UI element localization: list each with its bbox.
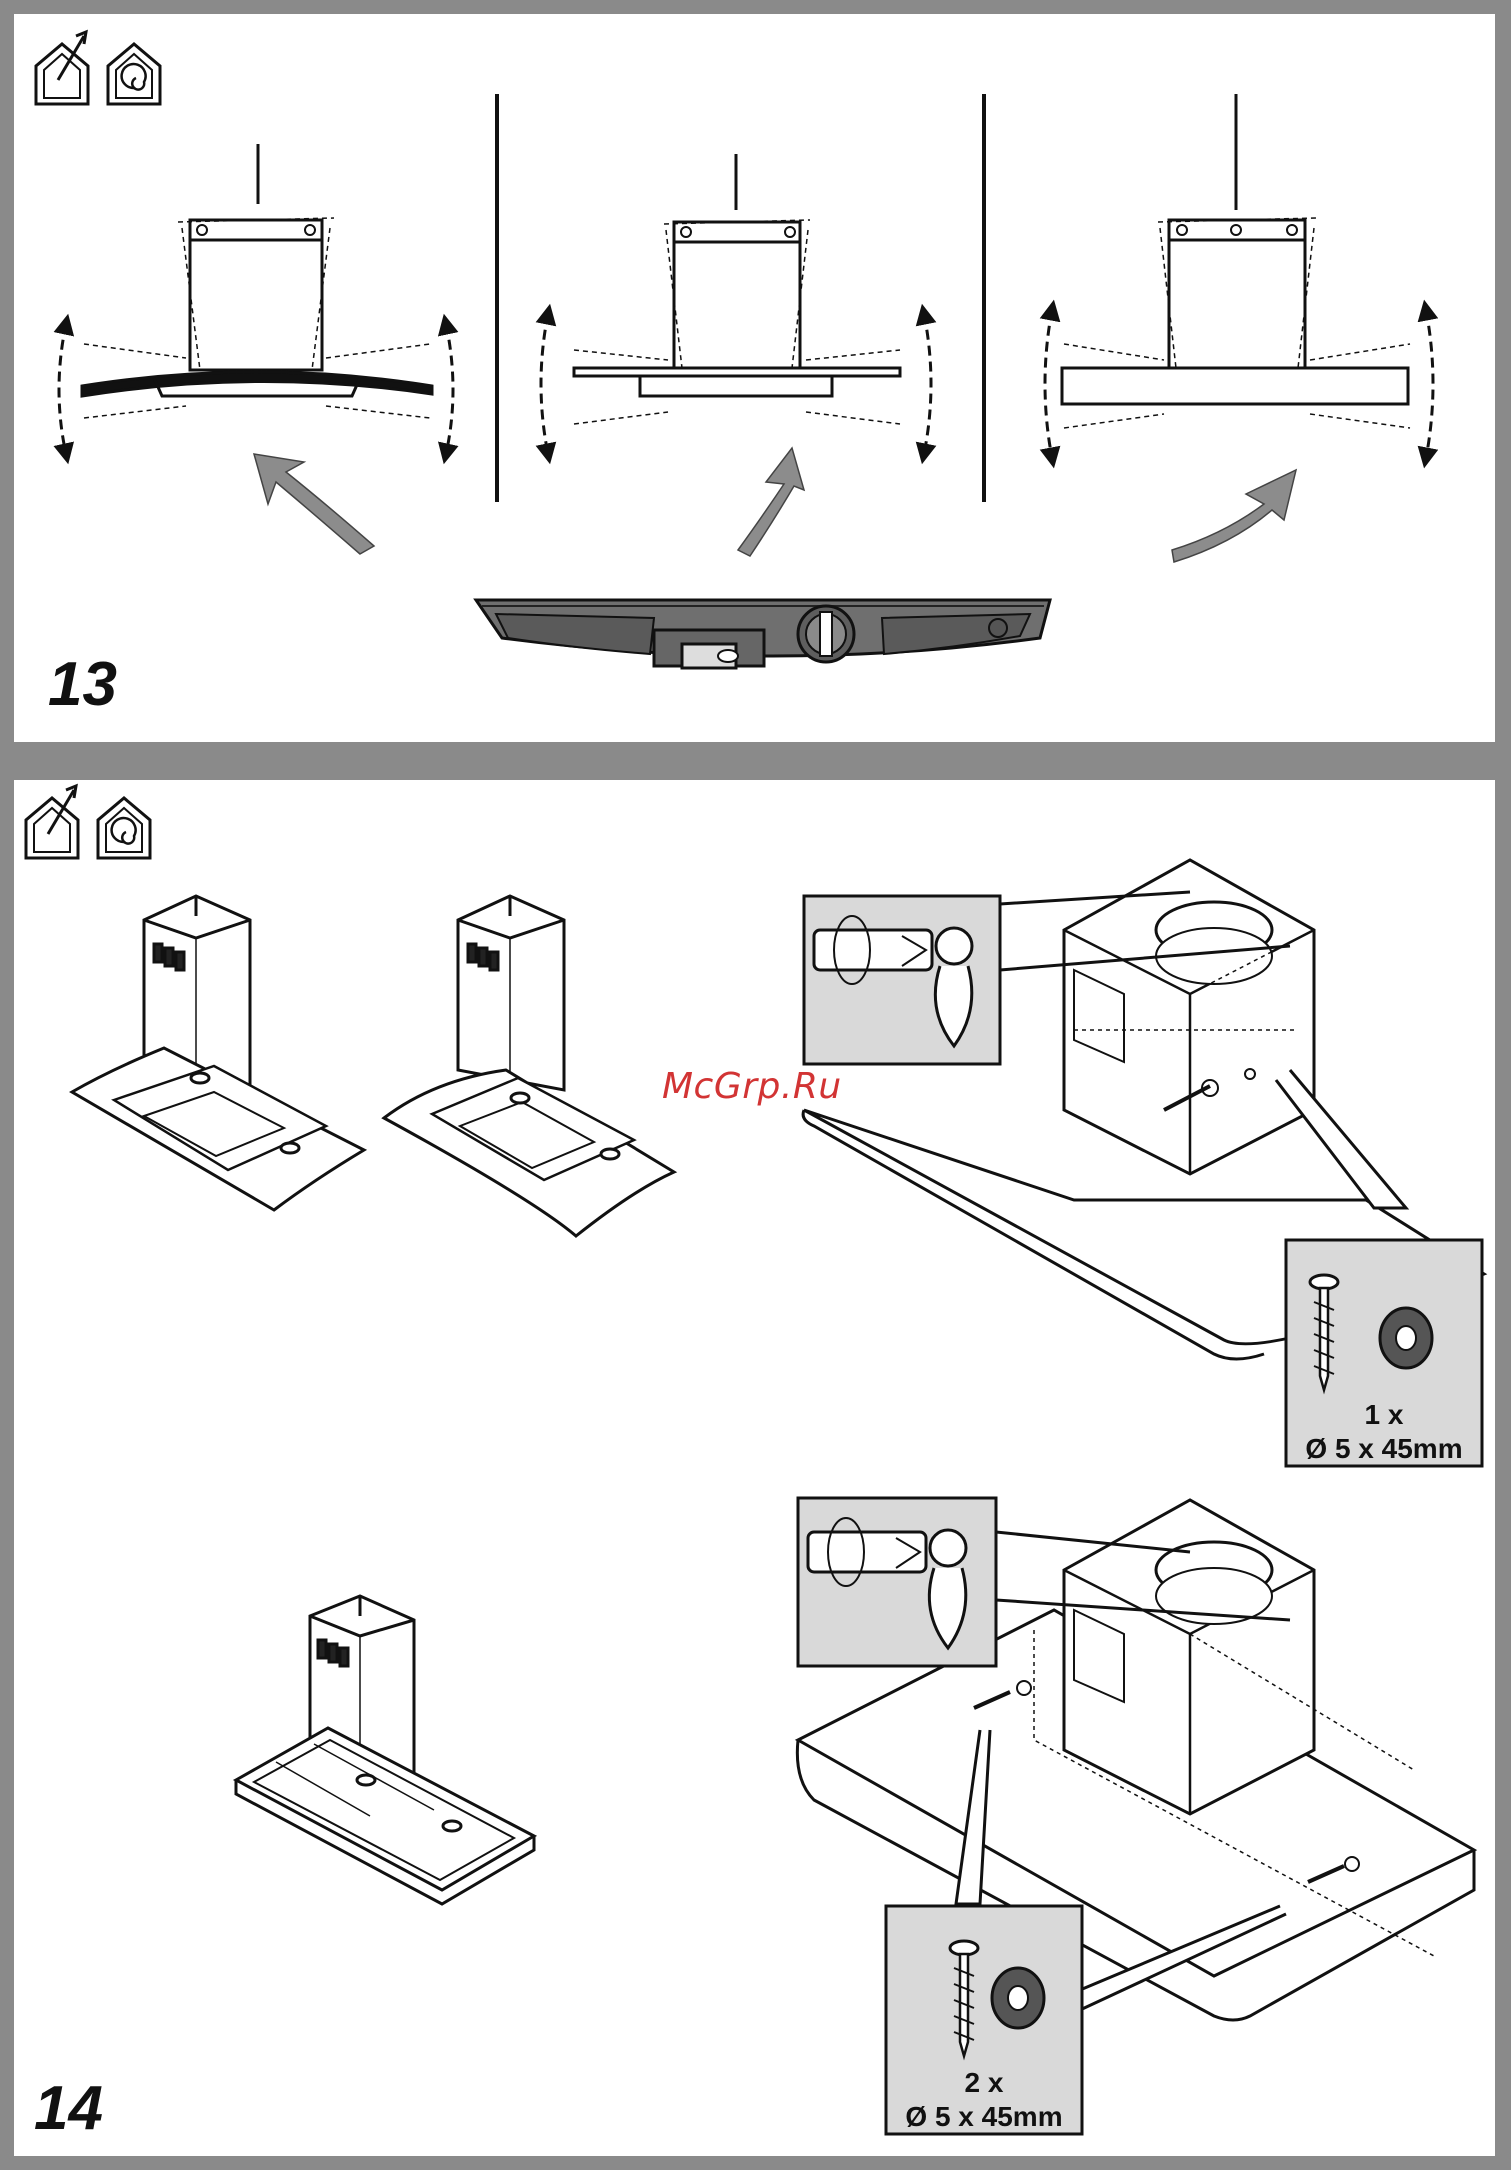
curved-glass-hood <box>59 144 453 454</box>
callout-top-label: 1 x Ø 5 x 45mm <box>1274 1398 1494 1465</box>
step-number-13: 13 <box>48 654 117 716</box>
selection-arrows <box>254 448 1296 562</box>
hood-box-iso <box>236 1596 534 1904</box>
watermark: McGrp.Ru <box>662 1066 842 1107</box>
box-hood <box>1045 94 1433 458</box>
hood-curved-glass-iso-2 <box>384 896 674 1236</box>
callout-bottom-spec: Ø 5 x 45mm <box>874 2100 1094 2134</box>
callout-top-spec: Ø 5 x 45mm <box>1274 1432 1494 1466</box>
hood-curved-glass-iso <box>72 896 364 1210</box>
callout-top-qty: 1 x <box>1274 1398 1494 1432</box>
arrow-to-flat-hood <box>738 448 804 556</box>
ducted-extraction-icon <box>36 32 88 104</box>
ducted-extraction-icon <box>26 786 78 858</box>
step-number-14: 14 <box>34 2078 103 2140</box>
callout-bottom-label: 2 x Ø 5 x 45mm <box>874 2066 1094 2133</box>
recirculation-icon <box>98 798 150 858</box>
flat-glass-hood <box>541 154 931 454</box>
step-13-panel: 13 <box>14 14 1495 742</box>
arrow-to-curved-hood <box>254 454 374 554</box>
arrow-to-box-hood <box>1172 470 1296 562</box>
step-14-illustration <box>14 780 1495 2156</box>
step-14-panel: McGrp.Ru 1 x Ø 5 x 45mm 2 x Ø 5 x 45mm 1… <box>14 780 1495 2156</box>
control-panel-bar <box>476 600 1050 668</box>
callout-bottom-qty: 2 x <box>874 2066 1094 2100</box>
recirculation-icon <box>108 44 160 104</box>
step-13-illustration <box>14 14 1495 742</box>
